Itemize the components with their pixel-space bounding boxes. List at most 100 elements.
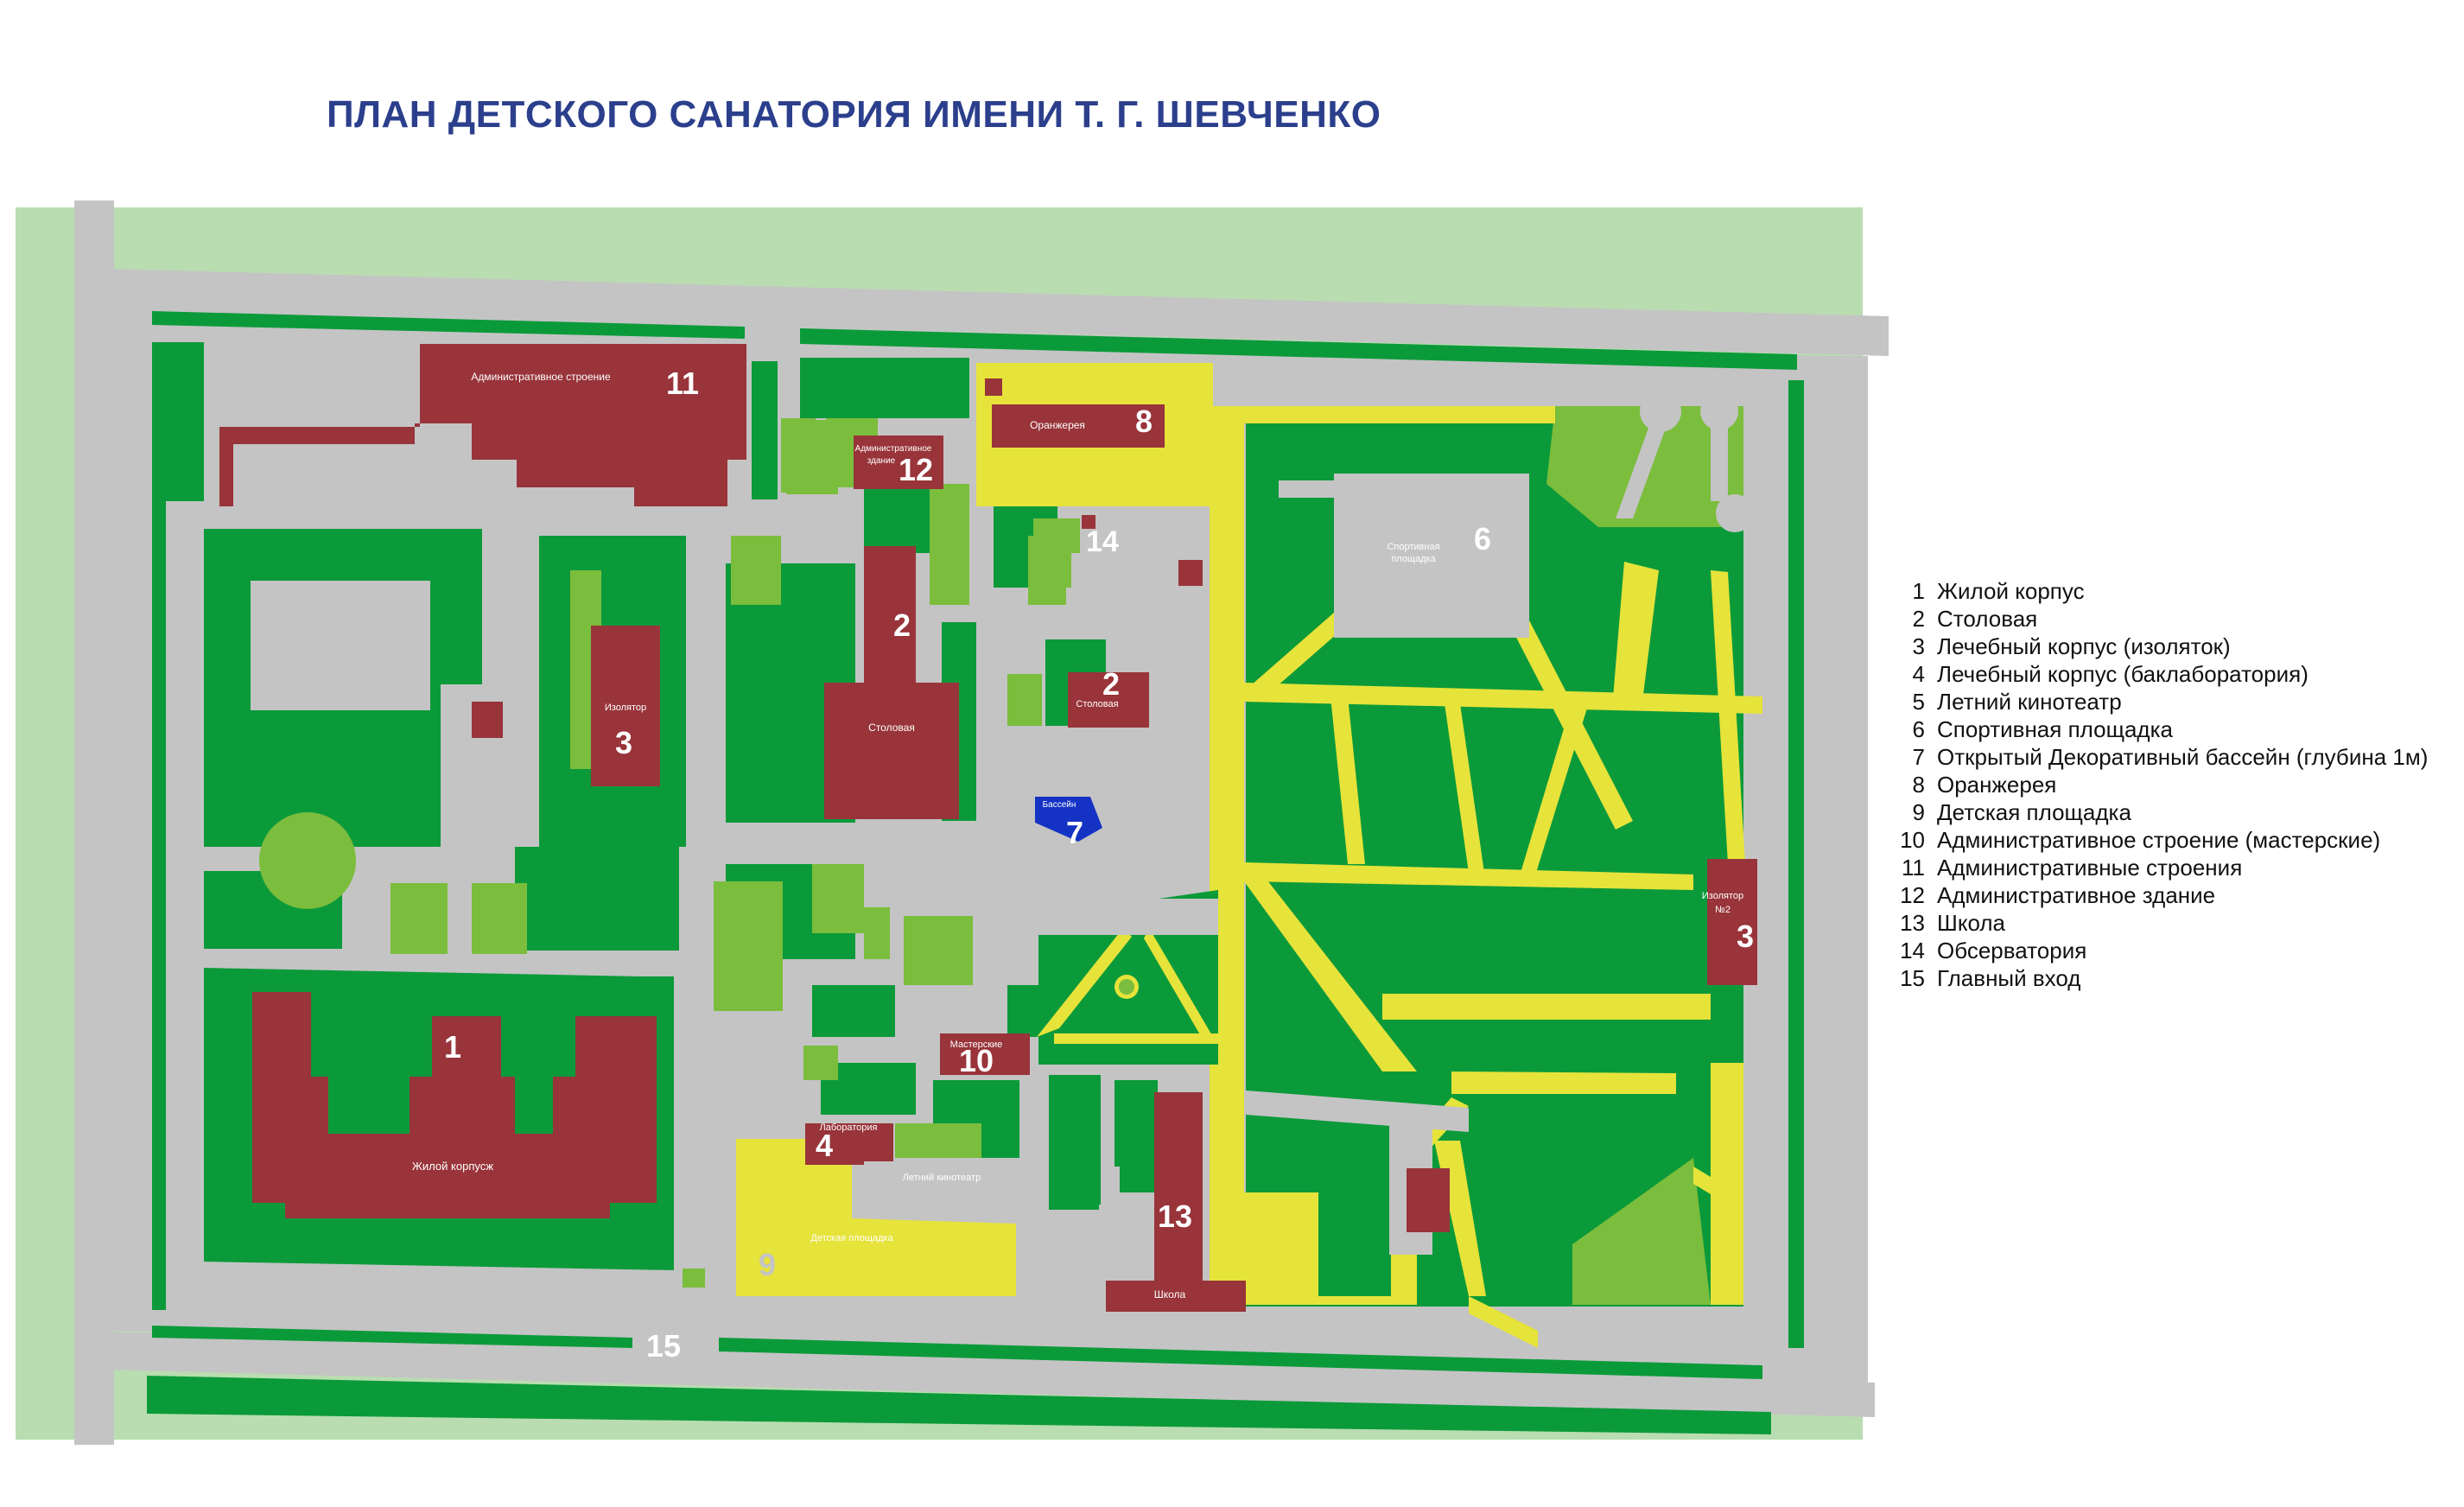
legend-item: 9 Детская площадка [1885, 798, 2428, 826]
building-3b [1707, 859, 1757, 985]
building-5 [864, 1161, 1021, 1210]
label-7: 7 [1066, 815, 1083, 850]
sports-field [1334, 474, 1529, 638]
building-13-base [1106, 1281, 1246, 1312]
label-2a: 2 [893, 607, 911, 643]
legend-item: 1 Жилой корпус [1885, 577, 2428, 605]
label-4-name: Лаборатория [820, 1122, 878, 1133]
sports-field-notch [1279, 480, 1336, 498]
legend-num: 2 [1912, 606, 1925, 632]
right-bottom-light [1572, 1158, 1711, 1305]
legend-num: 14 [1900, 938, 1925, 963]
label-13-name: Школа [1154, 1288, 1186, 1300]
legend-item: 14 Обсерватория [1885, 937, 2428, 964]
building-small-c [1178, 560, 1203, 586]
legend-text: Обсерватория [1937, 938, 2087, 963]
building-1 [252, 992, 657, 1218]
label-2a-name: Столовая [868, 722, 915, 734]
label-10: 10 [959, 1043, 994, 1078]
building-13 [1154, 1092, 1203, 1300]
label-11-name: Административное строение [471, 371, 611, 383]
legend-text: Главный вход [1937, 965, 2081, 991]
label-12-name2: здание [867, 456, 896, 466]
legend-text: Административное строение (мастерские) [1937, 827, 2381, 853]
legend-num: 11 [1902, 855, 1925, 881]
building-small-d [1082, 515, 1095, 529]
building-2b [1068, 672, 1149, 728]
pool-7 [1035, 797, 1102, 842]
label-9: 9 [759, 1247, 776, 1282]
legend-num: 13 [1900, 910, 1925, 936]
top-left-green [152, 342, 778, 501]
legend-num: 5 [1912, 689, 1925, 715]
label-12: 12 [899, 452, 933, 487]
label-3b: 3 [1737, 919, 1754, 954]
legend-item: 4 Лечебный корпус (баклаборатория) [1885, 660, 2428, 688]
legend-text: Административные строения [1937, 855, 2243, 881]
label-4: 4 [816, 1128, 833, 1163]
label-3b-name2: №2 [1715, 905, 1731, 915]
legend-text: Оранжерея [1937, 772, 2057, 798]
label-3a-name: Изолятор [605, 703, 646, 713]
building-12 [854, 436, 943, 489]
building-small-a [472, 702, 503, 738]
label-2b-name: Столовая [1076, 699, 1118, 709]
label-11: 11 [666, 366, 699, 401]
label-6-name2: площадка [1391, 554, 1436, 564]
legend-item: 2 Столовая [1885, 605, 2428, 633]
label-14: 14 [1086, 525, 1119, 558]
label-2b: 2 [1102, 666, 1120, 702]
label-8-name: Оранжерея [1030, 419, 1085, 431]
legend-num: 6 [1912, 716, 1925, 742]
legend-num: 9 [1912, 799, 1925, 825]
legend-num: 1 [1912, 578, 1925, 604]
building-8-small [985, 378, 1002, 396]
label-13: 13 [1158, 1199, 1192, 1234]
map-labels: 1 Жилой корпусж 2 Столовая 2 Столовая 3 … [412, 366, 1754, 1364]
building-3a [591, 626, 660, 786]
legend-text: Открытый Декоративный бассейн (глубина 1… [1937, 744, 2429, 770]
legend-text: Столовая [1937, 606, 2038, 632]
map-title: ПЛАН ДЕТСКОГО САНАТОРИЯ ИМЕНИ Т. Г. ШЕВЧ… [327, 93, 1381, 136]
label-9-name: Детская площадка [810, 1233, 893, 1243]
legend-num: 4 [1912, 661, 1925, 687]
left-grey-court [251, 581, 430, 710]
legend-text: Административное здание [1937, 882, 2216, 908]
round-lawn [259, 812, 356, 909]
center-road [1033, 899, 1218, 935]
legend-text: Школа [1937, 910, 2006, 936]
perimeter-hedges [147, 311, 1804, 1434]
playground-area [736, 1139, 1016, 1296]
legend-text: Спортивная площадка [1937, 716, 2173, 742]
label-3a: 3 [615, 725, 632, 760]
label-6-name1: Спортивная [1387, 542, 1439, 552]
label-7-name: Бассейн [1043, 800, 1076, 810]
label-10-name: Мастерские [950, 1040, 1003, 1050]
label-12-name1: Административное [855, 444, 932, 454]
legend-item: 13 Школа [1885, 909, 2428, 937]
building-8 [992, 404, 1165, 448]
lower-center-lights [1037, 928, 1218, 1044]
building-small-b [1407, 1168, 1450, 1232]
legend-text: Детская площадка [1937, 799, 2131, 825]
outer-roads [74, 200, 1889, 1445]
building-11 [219, 344, 746, 506]
building-4 [805, 1123, 893, 1165]
legend-item: 6 Спортивная площадка [1885, 715, 2428, 743]
school-yard [1246, 1192, 1318, 1303]
legend-text: Лечебный корпус (баклаборатория) [1937, 661, 2308, 687]
label-1: 1 [444, 1029, 461, 1065]
label-5-name: Летний кинотеатр [903, 1173, 981, 1183]
label-8: 8 [1135, 404, 1153, 439]
legend-text: Жилой корпус [1937, 578, 2085, 604]
building-2 [824, 546, 959, 819]
buildings [219, 344, 1757, 1312]
